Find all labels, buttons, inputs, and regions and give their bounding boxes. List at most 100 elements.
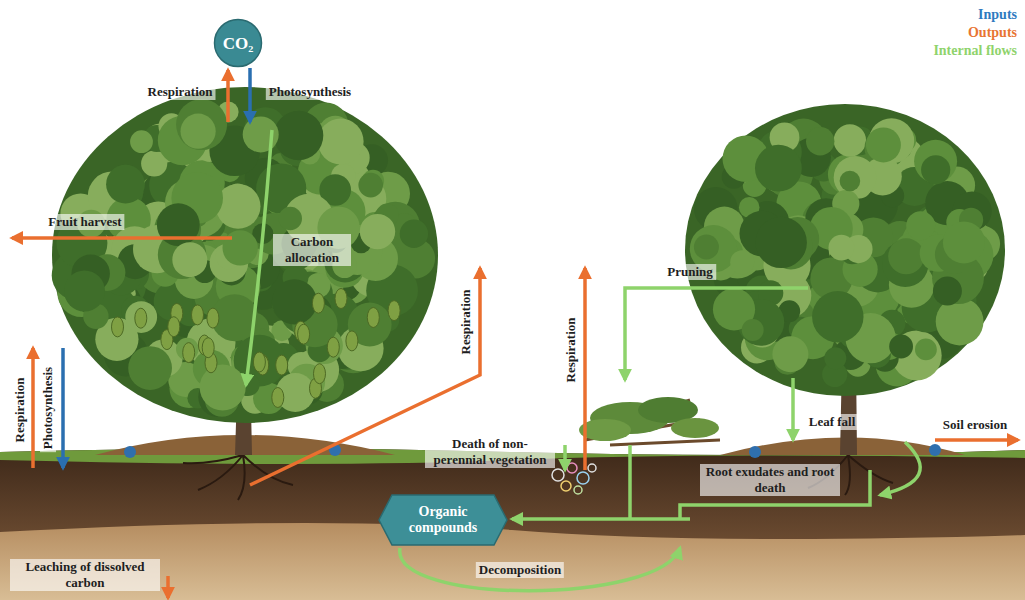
legend-text: Inputs: [978, 7, 1017, 22]
co2-circle: CO₂: [213, 18, 263, 68]
flow-label: Leaf fall: [806, 414, 859, 430]
avocado-fruit: [168, 317, 180, 337]
leaf-cluster: [216, 184, 261, 229]
avocado-fruit: [367, 308, 379, 328]
internal-arrow: [628, 445, 632, 519]
leaf-cluster: [824, 347, 846, 369]
leaf-cluster: [223, 230, 258, 265]
leaf-cluster: [360, 214, 395, 249]
leaf-cluster: [806, 127, 834, 155]
leaf-cluster: [106, 165, 145, 204]
output-arrow: [935, 438, 1018, 442]
flow-label: Respiration: [458, 287, 474, 358]
leaf-cluster: [181, 114, 216, 149]
leaf-cluster: [200, 364, 246, 410]
pruned-branches: [579, 397, 720, 445]
legend-entry: Inputs: [933, 6, 1017, 24]
avocado-fruit: [327, 337, 339, 357]
output-arrow: [166, 576, 170, 598]
legend-text: Outputs: [968, 25, 1017, 40]
flow-label: Respiration: [145, 84, 216, 100]
avocado-fruit: [388, 301, 400, 321]
internal-arrow: [563, 445, 567, 470]
avocado-fruit: [314, 364, 326, 384]
avocado-fruit: [192, 305, 204, 325]
flow-label: Respiration: [563, 315, 579, 386]
leaf-cluster: [812, 291, 863, 342]
leaf-cluster: [358, 173, 383, 198]
output-arrow: [583, 268, 587, 470]
flow-label: Fruit harvest: [45, 214, 124, 230]
flow-label: Soil erosion: [940, 417, 1010, 433]
microbes: [552, 463, 596, 494]
flow-label: Photosynthesis: [40, 364, 56, 452]
node-shape: [379, 495, 507, 545]
compound-hexagon: Organic compounds: [378, 494, 508, 546]
leaf-cluster: [840, 171, 861, 192]
node-shape: [215, 20, 262, 67]
leaf-cluster: [921, 155, 950, 184]
avocado-fruit: [253, 352, 265, 372]
flow-label: Decomposition: [476, 562, 564, 578]
leaf-cluster: [889, 335, 913, 359]
leaf-cluster: [888, 238, 924, 274]
leaf-cluster: [829, 235, 855, 261]
canopy-base: [685, 104, 1005, 396]
leaf-cluster: [318, 119, 364, 165]
leaf-cluster: [274, 111, 323, 160]
leaf-cluster: [125, 301, 157, 333]
flow-label: Pruning: [664, 264, 716, 280]
legend-text: Internal flows: [933, 43, 1017, 58]
legend-entry: Outputs: [933, 24, 1017, 42]
leaf-cluster: [742, 319, 764, 341]
leaf-cluster: [172, 242, 207, 277]
flow-label: Respiration: [12, 375, 28, 446]
avocado-fruit: [276, 355, 288, 375]
leaf-cluster: [64, 271, 105, 312]
leaf-cluster: [279, 207, 302, 230]
avocado-fruit: [298, 324, 310, 344]
flow-label: Carbon allocation: [273, 234, 351, 266]
avocado-fruit: [312, 293, 324, 313]
leaf-cluster: [915, 339, 937, 361]
internal-arrow: [791, 378, 795, 440]
avocado-fruit: [112, 317, 124, 337]
leaf-cluster: [772, 336, 808, 372]
leaf-cluster: [834, 124, 866, 156]
flow-label: Root exudates and root death: [700, 464, 840, 496]
input-arrow: [61, 348, 65, 468]
leaf-cluster: [176, 99, 227, 150]
avocado-fruit: [272, 388, 284, 408]
output-arrow: [226, 70, 230, 122]
leaf-cluster: [272, 279, 317, 324]
node-text: Organic compounds: [395, 504, 491, 536]
avocado-fruit: [202, 338, 214, 358]
leaf-cluster: [400, 220, 428, 248]
flow-label: Death of non-perennial vegetation: [425, 436, 555, 468]
flow-label: Photosynthesis: [266, 84, 354, 100]
node-text: CO₂: [223, 34, 254, 53]
canopy-base: [52, 87, 438, 423]
output-arrow: [31, 348, 35, 468]
leaf-cluster: [906, 211, 935, 240]
avocado-fruit: [135, 308, 147, 328]
internal-arrow: [246, 130, 272, 385]
internal-arrow: [625, 288, 808, 380]
legend: InputsOutputsInternal flows: [933, 6, 1017, 60]
leaf-cluster: [933, 276, 962, 305]
internal-arrow: [400, 548, 680, 591]
legend-entry: Internal flows: [933, 42, 1017, 60]
leaf-cluster: [866, 127, 901, 162]
leaf-cluster: [755, 145, 802, 192]
input-arrow: [248, 68, 252, 122]
leaf-cluster: [756, 217, 807, 268]
avocado-fruit: [207, 308, 219, 328]
avocado-fruit: [346, 331, 358, 351]
leaf-cluster: [936, 298, 984, 346]
avocado-fruit: [183, 343, 195, 363]
leaf-cluster: [130, 130, 153, 153]
flow-label: Leaching of dissolved carbon: [10, 559, 160, 591]
internal-arrow: [512, 517, 690, 521]
avocado-fruit: [335, 289, 347, 309]
